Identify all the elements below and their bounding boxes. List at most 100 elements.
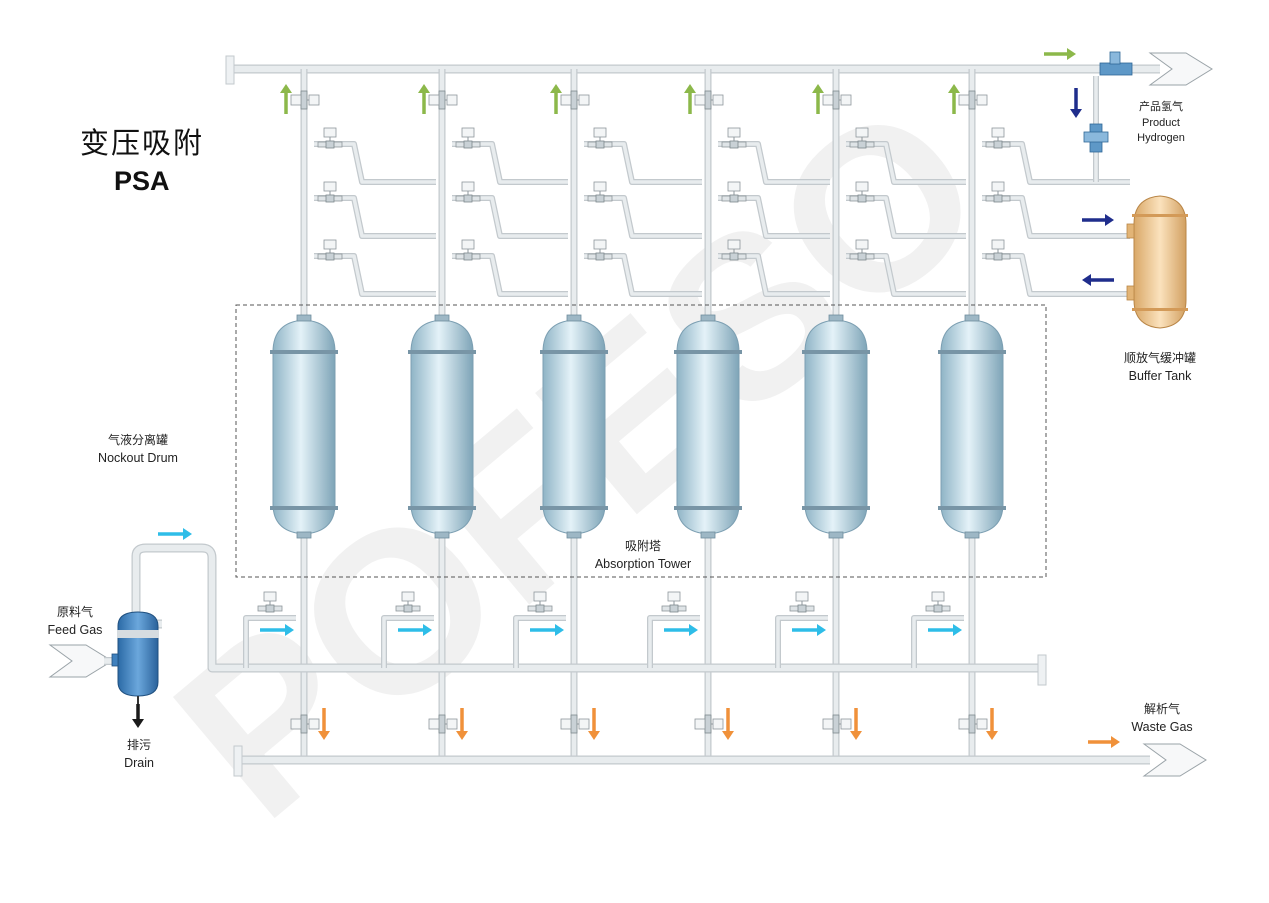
equalization-valve-icon	[985, 239, 1011, 261]
feed-branch-pipe	[647, 615, 700, 668]
equalization-valve-icon	[849, 181, 875, 203]
absorption-tower	[802, 314, 870, 539]
absorption-tower	[270, 314, 338, 539]
equalization-valve-icon	[721, 239, 747, 261]
equalization-valve-icon	[985, 127, 1011, 149]
equalization-valve-icon	[587, 239, 613, 261]
product-control-valve-icon	[1099, 51, 1133, 76]
feed-branch-pipe	[513, 615, 566, 668]
buffer-tank-label: 顺放气缓冲罐 Buffer Tank	[1123, 351, 1196, 383]
equalization-valve-icon	[317, 239, 343, 261]
equalization-valve-icon	[455, 239, 481, 261]
product-outlet-chevron	[1148, 52, 1213, 86]
outlet-valve-icon	[290, 90, 320, 110]
feed-valve-icon	[925, 591, 951, 613]
feed-valve-icon	[527, 591, 553, 613]
product-hydrogen-label: 产品氢气 Product Hydrogen	[1137, 100, 1185, 144]
equalization-valve-icon	[455, 127, 481, 149]
waste-outlet-chevron	[1142, 743, 1207, 777]
waste-valve-icon	[428, 714, 458, 734]
equalization-line	[314, 141, 436, 185]
outlet-valve-icon	[560, 90, 590, 110]
equalization-valve-icon	[587, 127, 613, 149]
waste-valve-icon	[290, 714, 320, 734]
feed-flow-arrow	[664, 624, 698, 636]
equalization-line	[314, 195, 436, 239]
equalization-valve-icon	[317, 127, 343, 149]
feed-flow-arrow	[792, 624, 826, 636]
buffer-out-arrow	[1082, 274, 1114, 286]
feed-valve-icon	[789, 591, 815, 613]
outlet-valve-icon	[694, 90, 724, 110]
equalization-line	[982, 141, 1130, 185]
equalization-valve-icon	[721, 181, 747, 203]
equalization-valve-icon	[317, 181, 343, 203]
product-header-end-flange	[225, 55, 235, 85]
drain-arrow	[132, 704, 144, 728]
feed-branch-pipe	[381, 615, 434, 668]
equalization-line	[452, 141, 568, 185]
absorption-tower	[674, 314, 742, 539]
absorption-tower-label: 吸附塔 Absorption Tower	[594, 539, 692, 571]
absorption-tower	[938, 314, 1006, 539]
absorption-tower	[540, 314, 608, 539]
absorption-tower	[408, 314, 476, 539]
product-flow-arrow	[812, 84, 824, 114]
product-flow-arrow	[684, 84, 696, 114]
product-outlet-arrow	[1044, 48, 1076, 60]
outlet-valve-icon	[428, 90, 458, 110]
buffer-tank	[1126, 195, 1188, 329]
equalization-valve-icon	[849, 127, 875, 149]
feed-flow-arrow	[530, 624, 564, 636]
feed-gas-label: 原料气 Feed Gas	[47, 605, 103, 637]
waste-valve-icon	[822, 714, 852, 734]
feed-valve-icon	[257, 591, 283, 613]
equalization-valve-icon	[985, 181, 1011, 203]
waste-valve-icon	[560, 714, 590, 734]
waste-flow-arrow	[456, 708, 468, 740]
feed-manifold-end-flange	[1037, 654, 1047, 686]
equalization-valve-icon	[455, 181, 481, 203]
feed-flow-arrow	[928, 624, 962, 636]
waste-flow-arrow	[588, 708, 600, 740]
waste-outlet-arrow	[1088, 736, 1120, 748]
waste-flow-arrow	[850, 708, 862, 740]
buffer-in-arrow	[1082, 214, 1114, 226]
waste-flow-arrow	[318, 708, 330, 740]
nockout-drum	[111, 611, 159, 704]
equalization-line	[314, 253, 436, 297]
waste-valve-icon	[958, 714, 988, 734]
drain-label: 排污 Drain	[124, 738, 154, 770]
equalization-valve-icon	[849, 239, 875, 261]
waste-flow-arrow	[986, 708, 998, 740]
waste-valve-icon	[694, 714, 724, 734]
feed-inlet-chevron	[48, 644, 113, 678]
waste-gas-label: 解析气 Waste Gas	[1131, 702, 1193, 734]
equalization-line	[452, 253, 568, 297]
nockout-drum-label: 气液分离罐 Nockout Drum	[98, 433, 178, 465]
vessel-group	[111, 51, 1188, 704]
equalization-valve-icon	[721, 127, 747, 149]
feed-inlet-arrow	[158, 528, 192, 540]
equalization-valve-icon	[587, 181, 613, 203]
valve-group	[257, 90, 1011, 734]
product-down-arrow	[1070, 88, 1082, 118]
product-flow-arrow	[280, 84, 292, 114]
feed-branch-pipe	[243, 615, 296, 668]
feed-valve-icon	[661, 591, 687, 613]
equalization-line	[452, 195, 568, 239]
outlet-valve-icon	[822, 90, 852, 110]
equalization-line	[584, 141, 702, 185]
feed-branch-pipe	[775, 615, 828, 668]
feed-manifold-pipe	[131, 543, 1040, 673]
waste-header-end-flange	[233, 745, 243, 777]
feed-valve-icon	[395, 591, 421, 613]
title-english: PSA	[114, 166, 170, 196]
feed-flow-arrow	[398, 624, 432, 636]
waste-flow-arrow	[722, 708, 734, 740]
flow-arrow-group	[132, 48, 1120, 748]
title-chinese: 变压吸附	[80, 126, 205, 160]
feed-flow-arrow	[260, 624, 294, 636]
